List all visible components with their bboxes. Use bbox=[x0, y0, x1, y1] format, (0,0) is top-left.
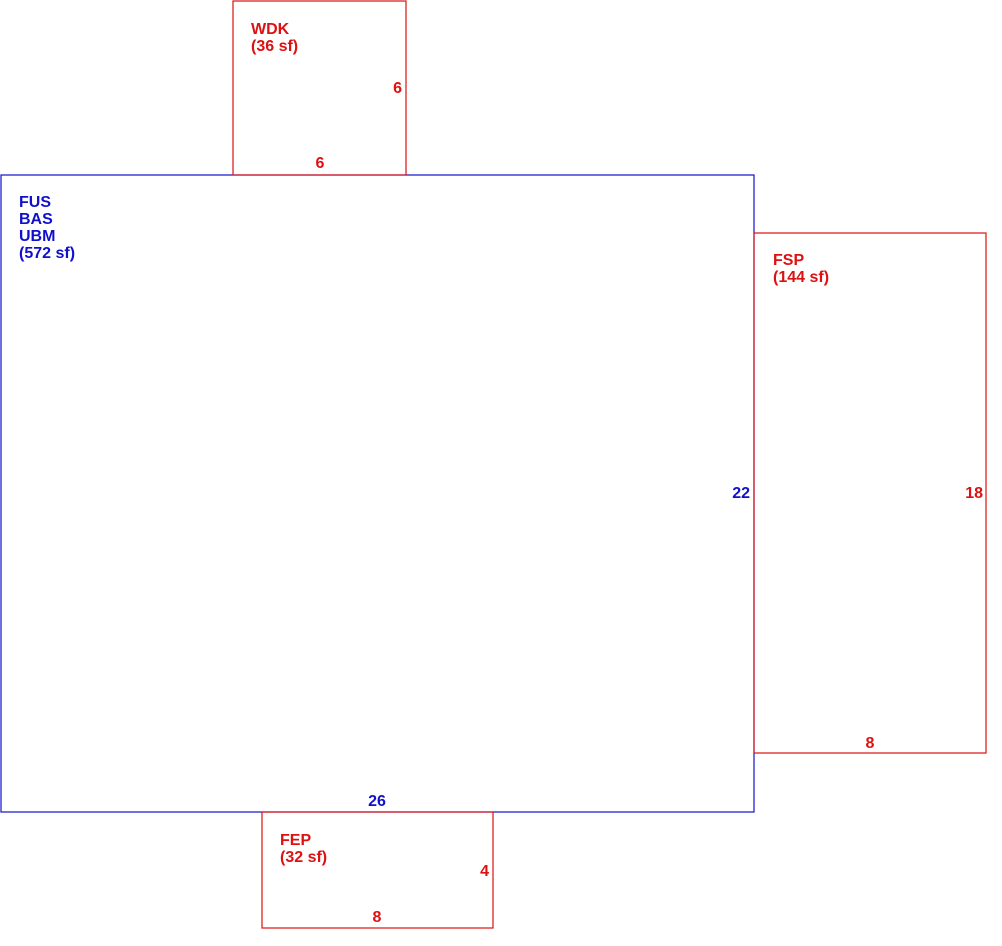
main-code-fus: FUS bbox=[19, 194, 51, 211]
main-dim-right: 22 bbox=[732, 485, 750, 502]
fsp-dim-right: 18 bbox=[965, 485, 983, 502]
wdk-area: (36 sf) bbox=[251, 38, 298, 55]
fep-dim-right: 4 bbox=[480, 863, 489, 880]
main-code-bas: BAS bbox=[19, 211, 53, 228]
fep-dim-bottom: 8 bbox=[373, 909, 382, 926]
main-building: FUS BAS UBM (572 sf) 22 26 bbox=[0, 174, 755, 813]
wdk-dim-bottom: 6 bbox=[316, 155, 325, 172]
main-code-ubm: UBM bbox=[19, 228, 55, 245]
fsp-area: (144 sf) bbox=[773, 269, 829, 286]
fep-code: FEP bbox=[280, 832, 311, 849]
wdk-dim-right: 6 bbox=[393, 80, 402, 97]
fep-outline bbox=[261, 811, 494, 929]
fep-section: FEP (32 sf) 4 8 bbox=[261, 811, 494, 929]
fsp-dim-bottom: 8 bbox=[866, 735, 875, 752]
fsp-outline bbox=[753, 232, 987, 754]
fsp-code: FSP bbox=[773, 252, 804, 269]
fsp-section: FSP (144 sf) 18 8 bbox=[753, 232, 987, 754]
main-building-outline bbox=[0, 174, 755, 813]
wdk-code: WDK bbox=[251, 21, 290, 38]
wdk-outline bbox=[232, 0, 407, 176]
main-dim-bottom: 26 bbox=[368, 793, 386, 810]
wdk-section: WDK (36 sf) 6 6 bbox=[232, 0, 407, 176]
fep-area: (32 sf) bbox=[280, 849, 327, 866]
main-area: (572 sf) bbox=[19, 245, 75, 262]
